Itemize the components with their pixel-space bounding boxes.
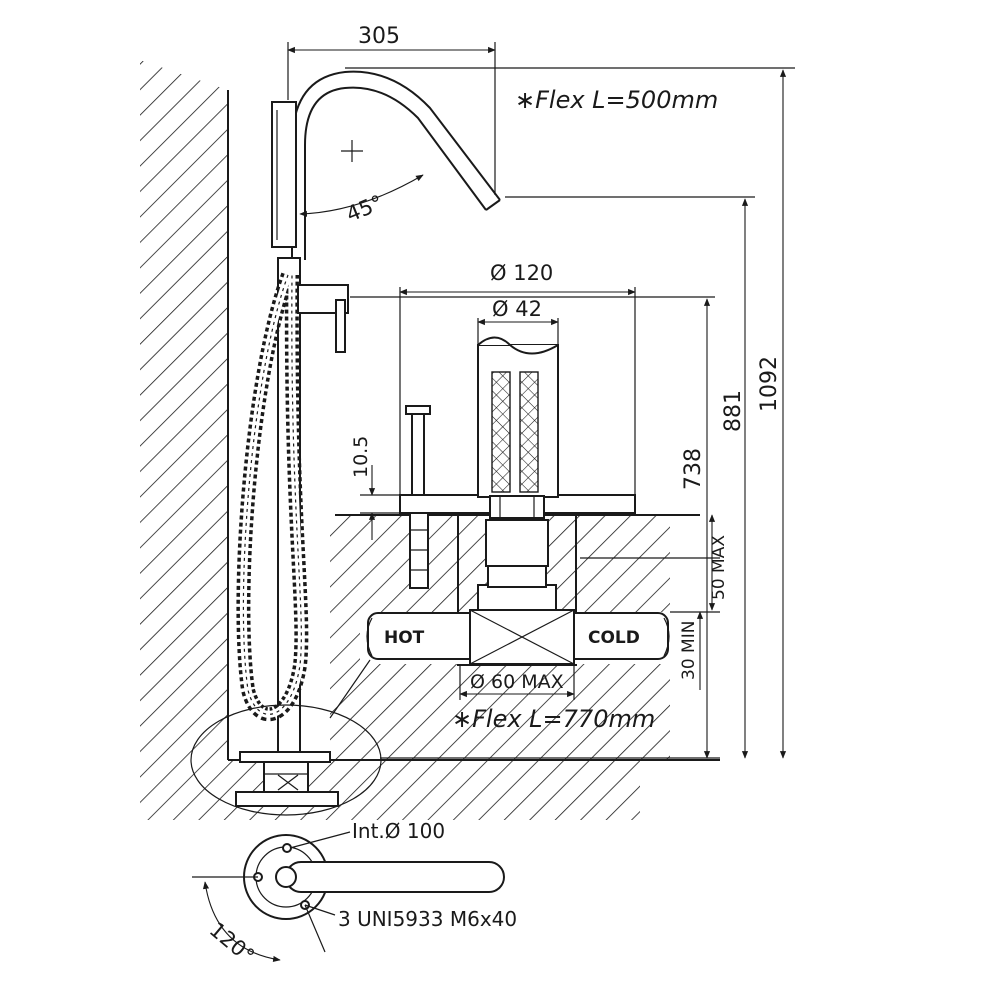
shower-hose xyxy=(236,272,309,722)
note-flex-supply: ∗Flex L=770mm xyxy=(452,705,655,733)
base-detail xyxy=(190,659,382,816)
note-flex-shower: ∗Flex L=500mm xyxy=(515,86,718,114)
dim-30-min: 30 MIN xyxy=(679,621,699,680)
floor-mount-assembly xyxy=(399,336,636,611)
spout xyxy=(291,70,501,260)
wall-hatching xyxy=(140,60,229,760)
anchor-bolt xyxy=(405,405,431,589)
plan-view xyxy=(192,831,505,962)
dim-738: 738 xyxy=(681,448,706,490)
dim-305: 305 xyxy=(358,24,400,49)
dim-10-5: 10.5 xyxy=(350,436,372,478)
dim-dia-60-max: Ø 60 MAX xyxy=(470,671,564,693)
dim-dia-42: Ø 42 xyxy=(492,297,542,321)
note-int-dia: Int.Ø 100 xyxy=(352,819,445,843)
mixer-lever xyxy=(297,284,349,353)
dim-1092: 1092 xyxy=(757,356,782,412)
dimension-lines xyxy=(287,42,795,759)
dim-dia-120: Ø 120 xyxy=(490,261,553,285)
note-screws: 3 UNI5933 M6x40 xyxy=(338,907,517,931)
dim-50-max: 50 MAX xyxy=(709,535,729,600)
angle-120: 120° xyxy=(205,917,259,968)
supply-pipes: HOT COLD xyxy=(366,609,670,665)
cold-label: COLD xyxy=(588,628,640,648)
dim-881: 881 xyxy=(721,390,746,432)
hot-label: HOT xyxy=(384,628,425,648)
